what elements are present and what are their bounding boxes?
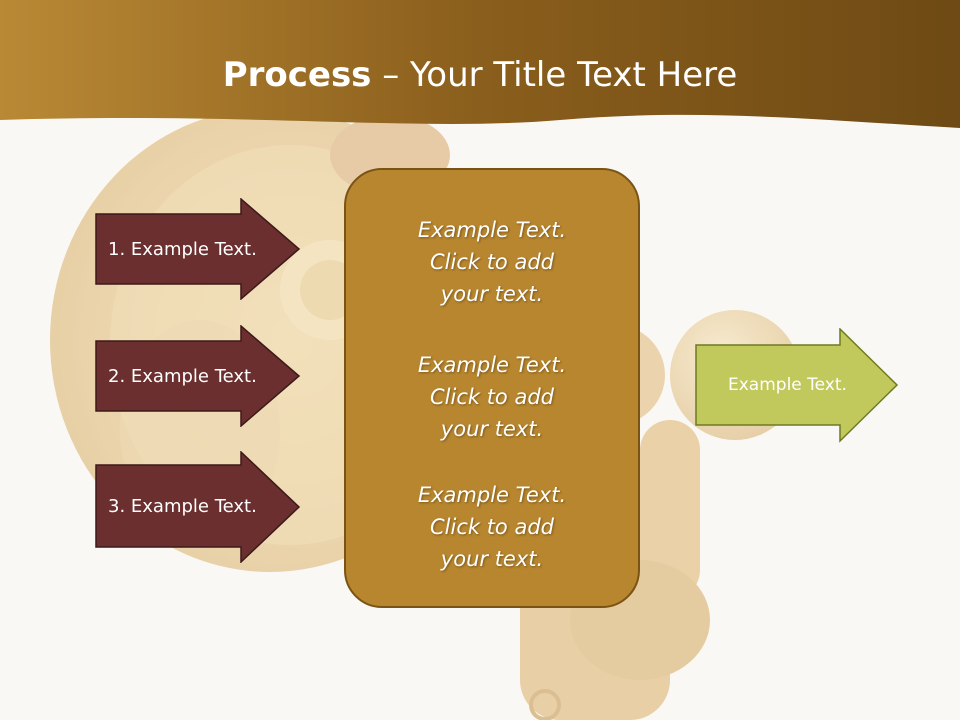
center-line: Click to add [429,385,554,409]
process-arrow-2-label: 2. Example Text. [108,365,257,387]
result-arrow[interactable]: Example Text. [695,328,899,443]
title-rest: – Your Title Text Here [371,55,738,95]
slide-title: Process – Your Title Text Here [0,52,960,98]
process-arrow-1-label: 1. Example Text. [108,238,257,260]
center-line: your text. [440,547,544,571]
center-line: Example Text. [417,218,567,242]
center-line: Example Text. [417,353,567,377]
process-arrow-3[interactable]: 3. Example Text. [95,451,301,563]
center-line: your text. [440,417,544,441]
center-text-block-3: Example Text. Click to add your text. [346,479,638,575]
center-line: Click to add [429,515,554,539]
center-text-box[interactable]: Example Text. Click to add your text. Ex… [344,168,640,608]
process-arrow-3-label: 3. Example Text. [108,495,257,517]
process-arrow-1[interactable]: 1. Example Text. [95,198,301,300]
center-text-block-1: Example Text. Click to add your text. [346,214,638,310]
center-text-block-2: Example Text. Click to add your text. [346,349,638,445]
center-line: your text. [440,282,544,306]
arrow-shape-1 [95,198,301,300]
result-arrow-label: Example Text. [728,375,847,395]
arrow-shape-2 [95,325,301,427]
title-bold: Process [222,55,372,95]
arrow-shape-3 [95,451,301,563]
process-arrow-2[interactable]: 2. Example Text. [95,325,301,427]
center-line: Example Text. [417,483,567,507]
center-line: Click to add [429,250,554,274]
result-arrow-shape [695,328,899,443]
